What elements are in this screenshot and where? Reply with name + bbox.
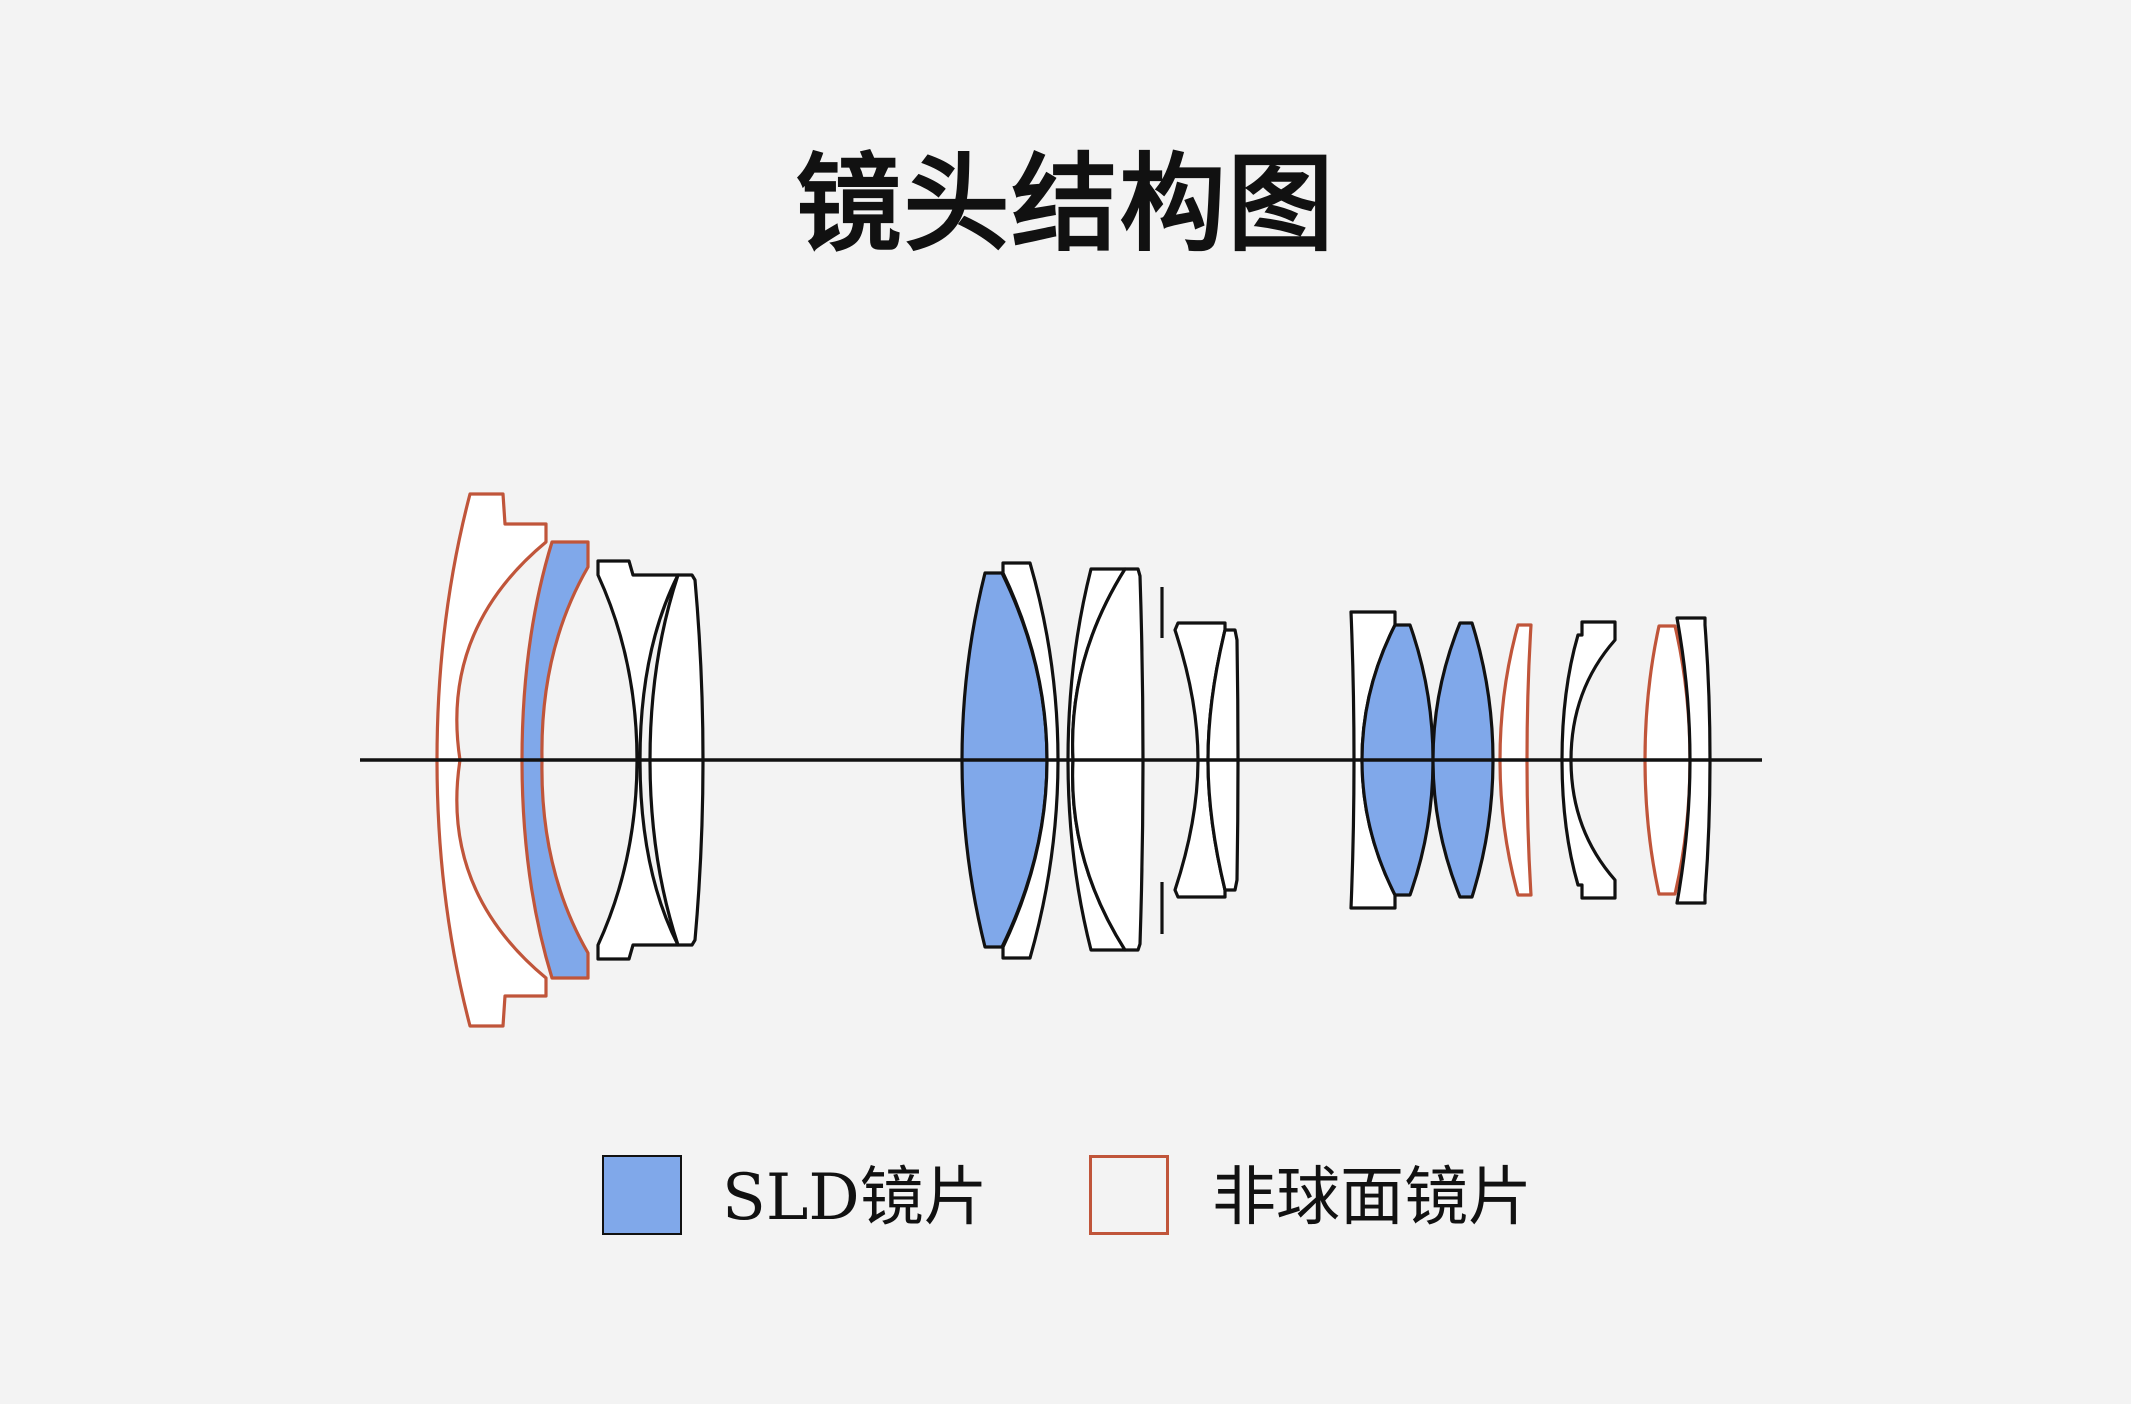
sld-swatch (602, 1155, 682, 1235)
aspherical-swatch (1089, 1155, 1169, 1235)
lens-2-sld-aspherical (520, 540, 590, 980)
sld-label: SLD镜片 (722, 1161, 988, 1235)
diagram-title: 镜头结构图 (795, 141, 1336, 266)
lens-1-aspherical (435, 492, 548, 1028)
aspherical-label: 非球面镜片 (1212, 1161, 1532, 1235)
lens-15 (1560, 620, 1617, 900)
lens-6 (1001, 561, 1060, 960)
